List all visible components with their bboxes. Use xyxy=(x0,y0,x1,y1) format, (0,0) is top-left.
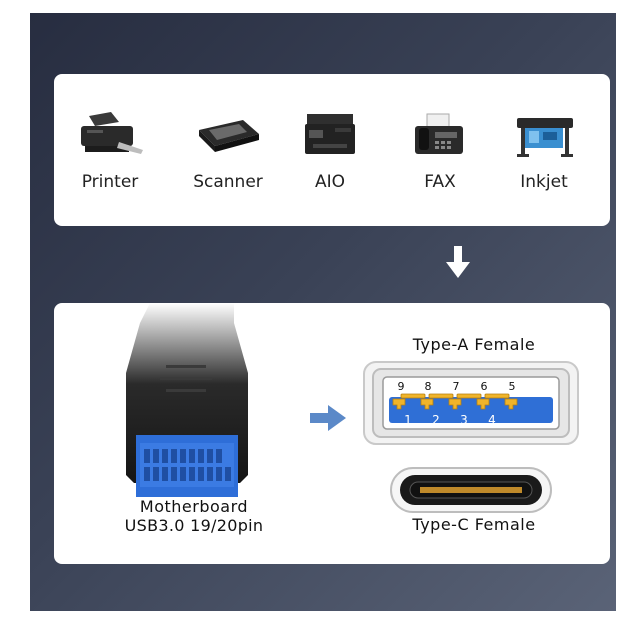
type-a-gold-pins xyxy=(392,393,518,410)
scanner-icon xyxy=(199,120,259,152)
device-label-scanner: Scanner xyxy=(193,172,263,192)
pin-label: 4 xyxy=(488,413,496,427)
device-inkjet: Inkjet xyxy=(494,94,594,204)
connector-panel: Motherboard USB3.0 19/20pin Type-A Femal… xyxy=(54,303,610,564)
connector-pin-hole xyxy=(144,467,150,481)
connector-pin-hole xyxy=(180,467,186,481)
pin-label: 1 xyxy=(404,413,412,427)
aio-printer-icon xyxy=(305,114,355,154)
pin-label: 7 xyxy=(452,380,460,393)
pin-label: 2 xyxy=(432,413,440,427)
connector-pin-hole xyxy=(225,467,231,481)
device-label-inkjet: Inkjet xyxy=(520,172,568,192)
connector-pin-hole xyxy=(162,467,168,481)
device-printer: Printer xyxy=(60,94,160,204)
connector-pin-hole xyxy=(153,467,159,481)
connector-pin-hole xyxy=(171,467,177,481)
type-a-title: Type-A Female xyxy=(412,335,536,354)
product-banner: Printer Scanner AIO xyxy=(30,13,616,611)
device-scanner: Scanner xyxy=(178,94,278,204)
right-arrow-icon xyxy=(310,405,346,431)
pin-label: 8 xyxy=(424,380,432,393)
device-label-fax: FAX xyxy=(424,172,456,192)
connector-pin-hole xyxy=(144,449,150,463)
device-label-aio: AIO xyxy=(314,172,346,192)
inkjet-plotter-icon xyxy=(517,118,573,157)
connector-pin-hole xyxy=(189,467,195,481)
devices-panel: Printer Scanner AIO xyxy=(54,74,610,226)
pin-label: 5 xyxy=(508,380,516,393)
printer-icon xyxy=(81,112,143,154)
connector-label-line1: Motherboard xyxy=(139,497,249,516)
type-c-title: Type-C Female xyxy=(412,515,536,534)
device-label-printer: Printer xyxy=(81,172,139,192)
connector-pin-hole xyxy=(216,467,222,481)
connector-pin-hole xyxy=(198,449,204,463)
device-fax: FAX xyxy=(390,94,490,204)
pin-label: 6 xyxy=(480,380,488,393)
fax-icon xyxy=(415,113,463,154)
connector-pin-hole xyxy=(171,449,177,463)
pin-label: 9 xyxy=(397,380,405,393)
connector-pin-hole xyxy=(153,449,159,463)
connector-pin-hole xyxy=(207,467,213,481)
type-c-port-icon xyxy=(390,467,552,513)
connector-pin-hole xyxy=(207,449,213,463)
motherboard-connector-icon xyxy=(126,303,248,497)
connector-pin-hole xyxy=(198,467,204,481)
device-aio: AIO xyxy=(280,94,380,204)
connector-pin-hole xyxy=(162,449,168,463)
connector-pin-hole xyxy=(189,449,195,463)
down-arrow-icon xyxy=(446,246,470,278)
pin-label: 3 xyxy=(460,413,468,427)
connector-pin-hole xyxy=(216,449,222,463)
connector-label-line2: USB3.0 19/20pin xyxy=(124,516,264,535)
connector-pin-hole xyxy=(180,449,186,463)
